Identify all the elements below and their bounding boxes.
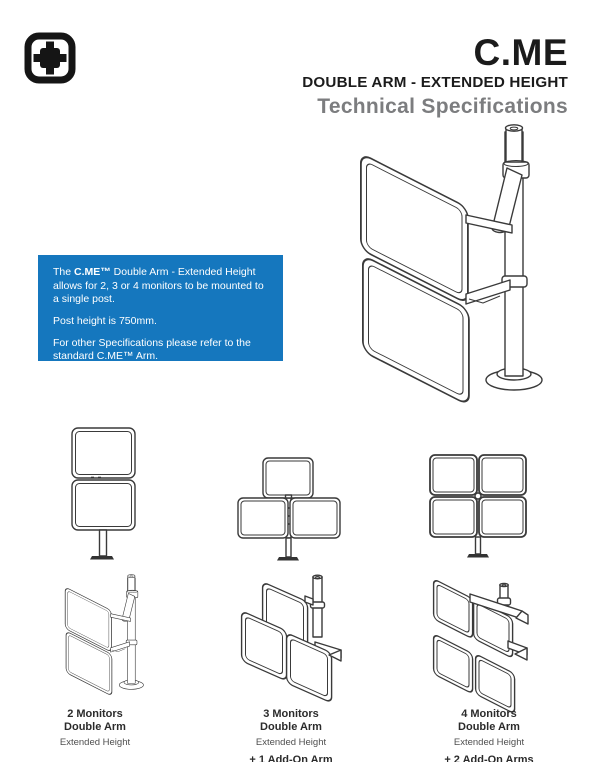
caption-arm: Double Arm (64, 721, 126, 734)
caption-monitors: 2 Monitors (67, 708, 123, 720)
caption-2-monitors: 2 Monitors Double Arm Extended Height (35, 708, 155, 748)
product-title: C.ME (473, 32, 568, 73)
perspective-view-3-monitors (225, 565, 385, 715)
caption-height: Extended Height (59, 737, 131, 749)
perspective-view-4-monitors (410, 565, 580, 713)
info-intro: The C.ME™ Double Arm - Extended Height a… (53, 266, 264, 306)
front-view-2-monitors (71, 427, 136, 560)
brand-logo-icon (24, 32, 76, 84)
info-box: The C.ME™ Double Arm - Extended Height a… (38, 255, 283, 363)
caption-monitors: 3 Monitors (263, 708, 319, 720)
document-header: C.ME DOUBLE ARM - EXTENDED HEIGHT Techni… (302, 34, 568, 119)
front-view-4-monitors (429, 454, 527, 558)
caption-height: Extended Height (453, 737, 525, 749)
caption-3-monitors: 3 Monitors Double Arm Extended Height + … (231, 708, 351, 762)
info-note: For other Specifications please refer to… (53, 336, 251, 363)
front-view-3-monitors (237, 457, 341, 561)
hero-illustration-double-arm (328, 112, 578, 412)
caption-monitors: 4 Monitors (461, 708, 517, 720)
caption-arm: Double Arm (458, 721, 520, 734)
info-post-height: Post height is 750mm. (53, 314, 157, 327)
product-subtitle: DOUBLE ARM - EXTENDED HEIGHT (302, 74, 568, 91)
doc-type-title: Technical Specifications (317, 95, 568, 118)
caption-addon: + 1 Add-On Arm (249, 754, 333, 762)
caption-arm: Double Arm (260, 721, 322, 734)
perspective-view-2-monitors (51, 569, 159, 699)
caption-height: Extended Height (255, 737, 327, 749)
brand-name: C.ME™ (74, 266, 111, 278)
caption-4-monitors: 4 Monitors Double Arm Extended Height + … (429, 708, 549, 762)
caption-addon: + 2 Add-On Arms (444, 754, 534, 762)
